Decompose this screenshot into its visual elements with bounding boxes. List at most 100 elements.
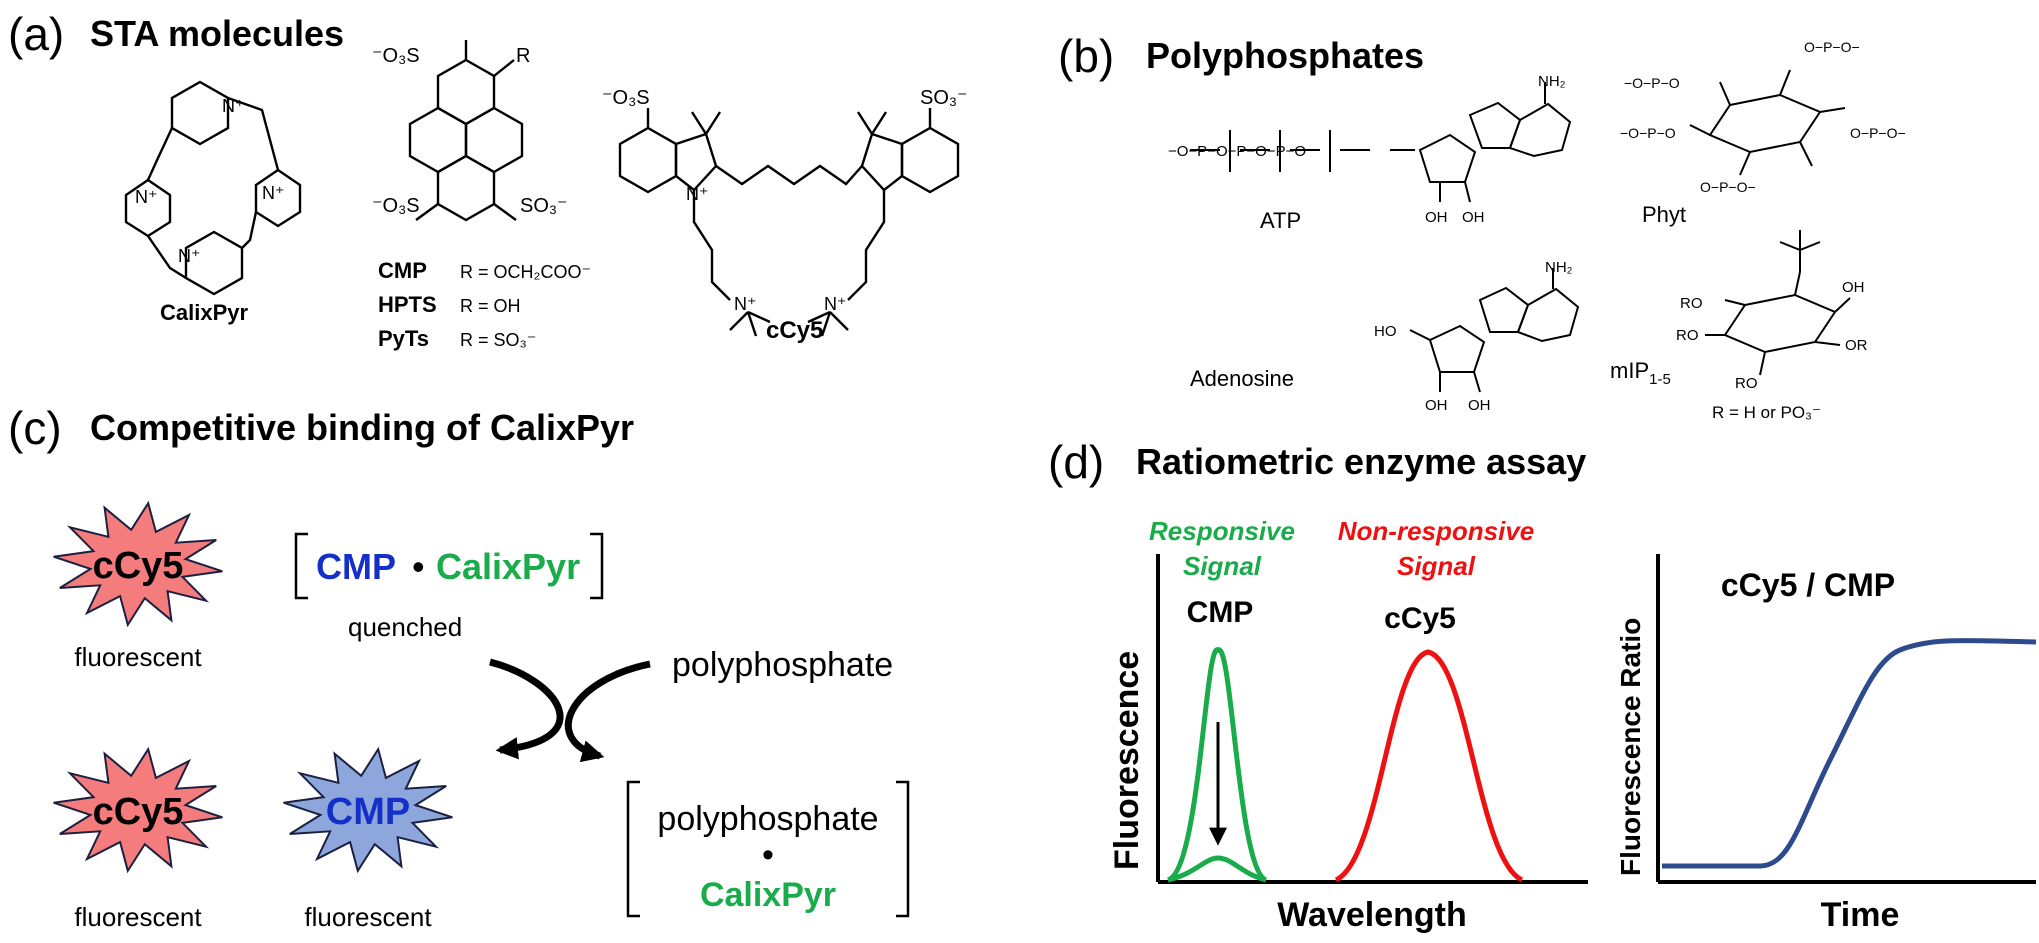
cy5-so3-right: SO₃⁻ xyxy=(920,87,968,109)
bracket-left xyxy=(626,780,640,918)
phyt-p: O−P−O− xyxy=(1700,179,1756,195)
ratio-curve xyxy=(1662,638,2037,869)
spectrum-ylabel: Fluorescence xyxy=(1108,651,1146,870)
nonresponsive-label-2: Signal xyxy=(1397,551,1476,581)
panel-b-label: (b) xyxy=(1058,30,1114,82)
bracket-right xyxy=(590,532,604,600)
calix-nplus-4: N⁺ xyxy=(178,246,201,266)
panel-a-title: STA molecules xyxy=(90,13,344,54)
r-def-value: R = OCH₂COO⁻ xyxy=(460,262,591,282)
adenosine-nh2: NH₂ xyxy=(1545,259,1573,276)
ratio-xlabel: Time xyxy=(1821,896,1900,934)
cy5-nplus-left: N⁺ xyxy=(734,294,757,314)
mip-ro-2: RO xyxy=(1676,327,1699,344)
pyrene-so3-top: ⁻O₃S xyxy=(372,45,420,67)
ccy5-structure xyxy=(618,108,960,337)
pyridine-ring xyxy=(170,80,230,146)
responsive-label-1: Responsive xyxy=(1149,516,1295,546)
quenched-label: quenched xyxy=(348,612,462,642)
cy5-nplus-ring: N⁺ xyxy=(686,184,709,204)
phyt-name: Phyt xyxy=(1642,202,1686,227)
cmp-peak-high xyxy=(1166,647,1268,883)
phyt-p: −O−P−O xyxy=(1620,125,1676,141)
star-cmp-bottom xyxy=(283,746,453,874)
atp-name: ATP xyxy=(1260,208,1301,233)
star-ccy5-label: cCy5 xyxy=(93,791,184,833)
responsive-label-2: Signal xyxy=(1183,551,1262,581)
phyt-structure xyxy=(1689,69,1846,176)
phyt-p: −O−P−O xyxy=(1624,75,1680,91)
fluorescent-label: fluorescent xyxy=(74,642,202,672)
cy5-so3-left: ⁻O₃S xyxy=(602,87,650,109)
panel-c-label: (c) xyxy=(8,402,62,454)
spectrum-xlabel: Wavelength xyxy=(1277,896,1467,934)
phyt-p: O−P−O− xyxy=(1850,125,1906,141)
arrow-to-products xyxy=(489,658,564,760)
star-cmp-label: CMP xyxy=(326,791,410,833)
cmp-r-definitions: CMP R = OCH₂COO⁻ HPTS R = OH PyTs R = SO… xyxy=(378,258,591,351)
r-def-name: PyTs xyxy=(378,326,429,351)
complex-calixpyr: CalixPyr xyxy=(436,546,580,587)
mip-name: mIP1-5 xyxy=(1610,358,1671,388)
phyt-p: O−P−O− xyxy=(1804,39,1860,55)
pyrene-structure xyxy=(408,40,524,222)
complex2-calixpyr: CalixPyr xyxy=(700,876,836,914)
arrow-to-complex xyxy=(565,660,651,763)
pyridine-ring xyxy=(254,168,302,228)
ccy5-peak xyxy=(1334,649,1524,883)
complex-dot: • xyxy=(412,546,425,587)
calixpyr-structure xyxy=(124,80,302,296)
adenosine-ho: HO xyxy=(1374,323,1397,340)
complex2-polyphosphate: polyphosphate xyxy=(657,800,878,838)
complex-cmp: CMP xyxy=(316,546,396,587)
panel-d-label: (d) xyxy=(1048,436,1104,488)
r-def-value: R = SO₃⁻ xyxy=(460,330,536,350)
adenosine-name: Adenosine xyxy=(1190,366,1294,391)
calix-nplus-2: N⁺ xyxy=(135,187,158,207)
adenosine-structure xyxy=(1409,268,1580,393)
panel-b: (b) Polyphosphates −O−P−O−P−O−P−O NH₂ OH… xyxy=(1058,30,1906,422)
polyphosphate-label: polyphosphate xyxy=(672,646,893,684)
mip-ro-3: RO xyxy=(1735,375,1758,392)
peak-ccy5-label: cCy5 xyxy=(1384,602,1456,635)
panel-d: (d) Ratiometric enzyme assay Fluorescenc… xyxy=(1048,436,2037,934)
panel-a: (a) STA molecules N⁺ N⁺ N⁺ N⁺ CalixPyr xyxy=(8,8,968,351)
star-ccy5-top xyxy=(53,500,223,628)
star-ccy5-bottom xyxy=(53,746,223,874)
complex2-dot: • xyxy=(762,836,774,874)
adenosine-oh-1: OH xyxy=(1425,397,1448,414)
ratio-plot: Fluorescence Ratio Time cCy5 / CMP xyxy=(1615,554,2037,934)
nonresponsive-label-1: Non-responsive xyxy=(1338,516,1535,546)
cmp-peak-low xyxy=(1167,855,1267,883)
ratio-ylabel: Fluorescence Ratio xyxy=(1615,618,1646,876)
mip-structure xyxy=(1705,230,1851,376)
panel-b-title: Polyphosphates xyxy=(1146,35,1424,76)
pyrene-so3-bl: ⁻O₃S xyxy=(372,195,420,217)
atp-oh-2: OH xyxy=(1462,209,1485,226)
pyrene-r: R xyxy=(516,45,530,67)
mip-or: OR xyxy=(1845,337,1868,354)
panel-d-title: Ratiometric enzyme assay xyxy=(1136,441,1586,482)
calix-nplus-3: N⁺ xyxy=(262,183,285,203)
panel-a-label: (a) xyxy=(8,8,64,60)
star-ccy5-label: cCy5 xyxy=(93,545,184,587)
atp-structure xyxy=(1190,82,1572,203)
bracket-right xyxy=(896,780,910,918)
adenosine-oh-2: OH xyxy=(1468,397,1491,414)
r-def-value: R = OH xyxy=(460,296,521,316)
atp-oh-1: OH xyxy=(1425,209,1448,226)
pyrene-so3-br: SO₃⁻ xyxy=(520,195,568,217)
calix-nplus-1: N⁺ xyxy=(222,96,245,116)
bracket-left xyxy=(294,532,308,600)
peak-cmp-label: CMP xyxy=(1187,596,1254,629)
atp-nh2: NH₂ xyxy=(1538,73,1566,90)
calixpyr-name: CalixPyr xyxy=(160,300,248,325)
atp-p-label: −O−P−O−P−O−P−O xyxy=(1168,143,1306,160)
ccy5-name: cCy5 xyxy=(766,317,823,344)
mip-ro-1: RO xyxy=(1680,295,1703,312)
spectrum-plot: Fluorescence Wavelength Responsive Signa… xyxy=(1108,516,1588,934)
panel-c-title: Competitive binding of CalixPyr xyxy=(90,407,634,448)
mip-oh: OH xyxy=(1842,279,1865,296)
ratio-title: cCy5 / CMP xyxy=(1721,567,1895,603)
